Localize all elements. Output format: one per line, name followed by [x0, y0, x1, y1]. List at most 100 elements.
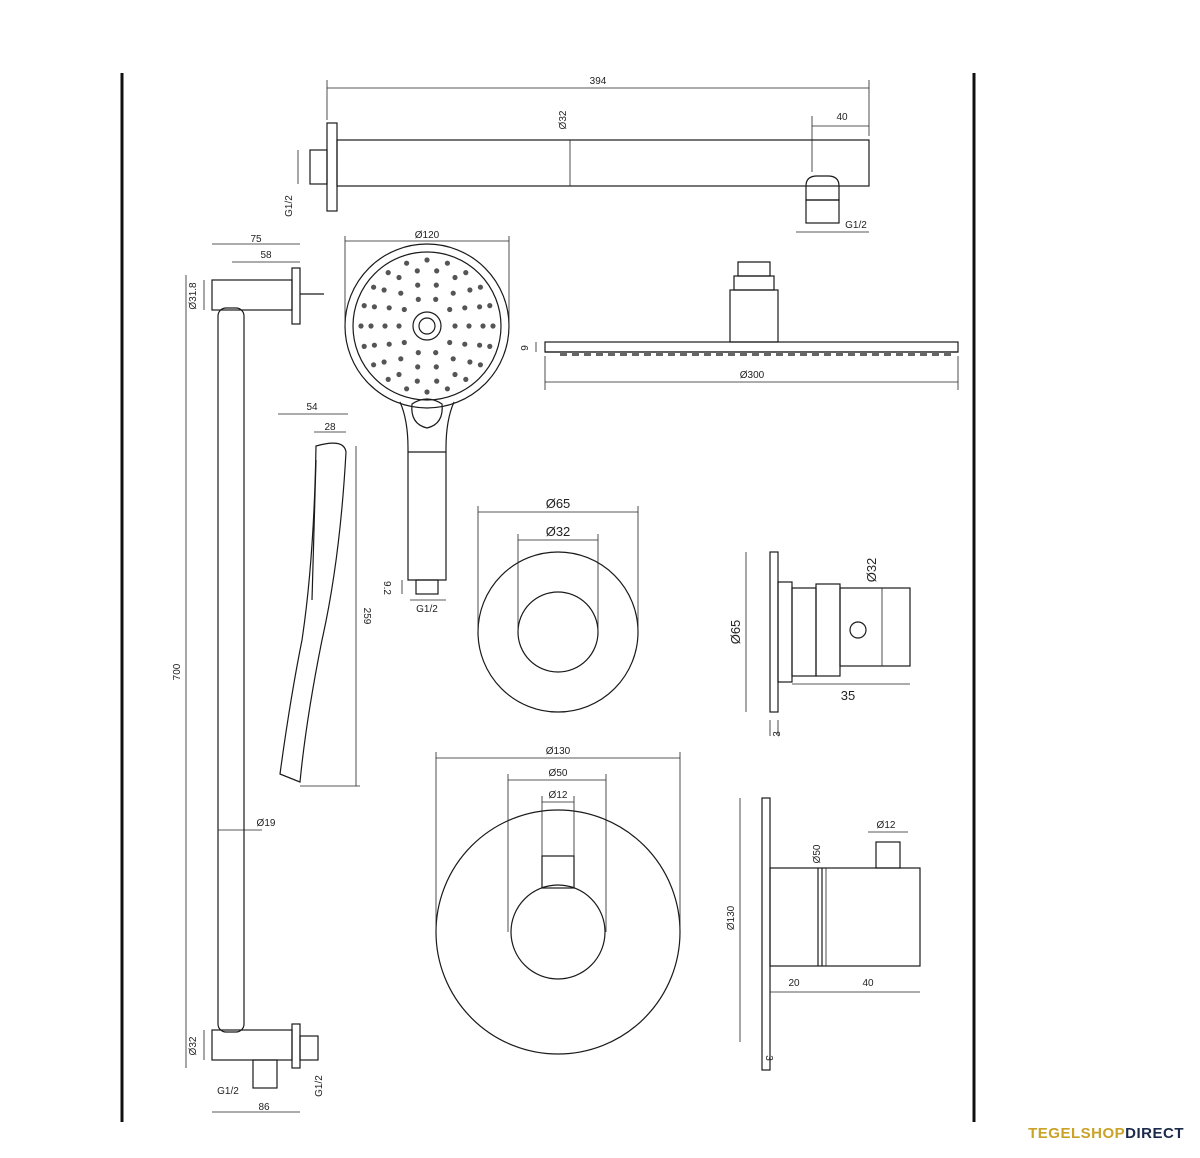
nozzle-dot — [487, 343, 493, 349]
rain-nozzle — [596, 352, 603, 356]
nozzle-dot — [444, 386, 450, 392]
dim-hs-92: 9.2 — [381, 581, 392, 595]
dim-head-300: Ø300 — [740, 370, 765, 381]
dim-side-35: 35 — [841, 688, 855, 703]
nozzle-dot — [415, 350, 421, 356]
rain-nozzle — [800, 352, 807, 356]
nozzle-dot — [358, 323, 364, 329]
dim-side2-50: Ø50 — [812, 844, 823, 863]
dim-arm-dia: Ø32 — [558, 110, 569, 129]
nozzle-dot — [477, 304, 483, 310]
dim-side2-20: 20 — [788, 978, 800, 989]
nozzle-dot — [466, 323, 472, 329]
nozzle-dot — [433, 364, 439, 370]
hand-shower-nozzles — [358, 257, 496, 395]
nozzle-dot — [424, 257, 430, 263]
dim-rail-86: 86 — [258, 1102, 270, 1113]
nozzle-dot — [452, 371, 458, 378]
nozzle-dot — [444, 260, 450, 266]
dim-rail-g12b: G1/2 — [314, 1075, 325, 1097]
nozzle-dot — [401, 339, 407, 346]
rain-nozzle — [872, 352, 879, 356]
dim-side2-40: 40 — [862, 978, 874, 989]
nozzle-dot — [381, 287, 387, 293]
rain-nozzle — [656, 352, 663, 356]
nozzle-dot — [371, 304, 377, 310]
nozzle-dot — [434, 378, 440, 384]
rain-nozzle — [716, 352, 723, 356]
nozzle-dot — [415, 282, 421, 288]
dim-rail-700: 700 — [172, 663, 183, 680]
dim-big-50: Ø50 — [549, 768, 568, 779]
nozzle-dot — [447, 306, 453, 313]
dim-arm-end: 40 — [836, 112, 848, 123]
nozzle-dot — [433, 296, 439, 302]
nozzle-dot — [396, 371, 402, 378]
dim-hs-259: 259 — [361, 608, 372, 625]
nozzle-dot — [415, 296, 421, 302]
nozzle-dot — [452, 323, 458, 329]
nozzle-dot — [463, 376, 469, 382]
rain-nozzle — [764, 352, 771, 356]
nozzle-dot — [424, 389, 430, 395]
rain-nozzle — [572, 352, 579, 356]
nozzle-dot — [487, 303, 493, 309]
nozzle-dot — [462, 341, 468, 347]
nozzle-dot — [477, 362, 483, 368]
dim-side2-3: 3 — [763, 1055, 774, 1061]
rain-nozzle — [752, 352, 759, 356]
dim-side-65: Ø65 — [728, 620, 743, 645]
nozzle-dot — [477, 342, 483, 348]
shower-arm-drawing — [297, 80, 870, 233]
rain-nozzle — [692, 352, 699, 356]
rain-nozzle — [704, 352, 711, 356]
thermostat-rosette-drawing — [435, 752, 681, 1055]
brand-logo[interactable]: TEGELSHOPDIRECT — [1028, 1125, 1184, 1142]
rain-nozzle — [740, 352, 747, 356]
rain-nozzle — [908, 352, 915, 356]
nozzle-dot — [477, 284, 483, 290]
rain-nozzle — [728, 352, 735, 356]
nozzle-dot — [381, 359, 387, 365]
nozzle-dot — [433, 282, 439, 288]
rain-nozzle — [884, 352, 891, 356]
nozzle-dot — [447, 339, 453, 346]
stop-valve-rosette-drawing — [477, 506, 639, 713]
nozzle-dot — [433, 350, 439, 356]
nozzle-dot — [480, 323, 486, 329]
dim-ros-32: Ø32 — [546, 524, 571, 539]
nozzle-dot — [452, 274, 458, 281]
nozzle-dot — [386, 341, 392, 347]
nozzle-dot — [385, 376, 391, 382]
rain-nozzle — [644, 352, 651, 356]
nozzle-dot — [434, 268, 440, 274]
rain-nozzle — [824, 352, 831, 356]
nozzle-dot — [371, 284, 377, 290]
nozzle-dot — [385, 270, 391, 276]
rain-nozzle — [812, 352, 819, 356]
rain-nozzle — [776, 352, 783, 356]
rain-nozzle — [632, 352, 639, 356]
dim-side2-130: Ø130 — [726, 905, 737, 930]
dim-big-130: Ø130 — [546, 746, 571, 757]
nozzle-dot — [415, 364, 421, 370]
nozzle-dot — [361, 303, 367, 309]
nozzle-dot — [382, 323, 388, 329]
dim-hs-28: 28 — [324, 422, 336, 433]
rain-nozzle — [896, 352, 903, 356]
rain-nozzle — [620, 352, 627, 356]
dim-side2-12: Ø12 — [877, 820, 896, 831]
nozzle-dot — [462, 305, 468, 311]
nozzle-dot — [398, 356, 404, 362]
nozzle-dot — [368, 323, 374, 329]
dim-hs-g12: G1/2 — [416, 604, 438, 615]
nozzle-dot — [371, 342, 377, 348]
nozzle-dot — [463, 270, 469, 276]
nozzle-dot — [404, 260, 410, 266]
brand-part-1: TEGELSHOP — [1028, 1125, 1126, 1142]
nozzle-dot — [398, 290, 404, 296]
dim-rail-19: Ø19 — [257, 818, 276, 829]
dim-ros-65: Ø65 — [546, 496, 571, 511]
rain-nozzle — [848, 352, 855, 356]
